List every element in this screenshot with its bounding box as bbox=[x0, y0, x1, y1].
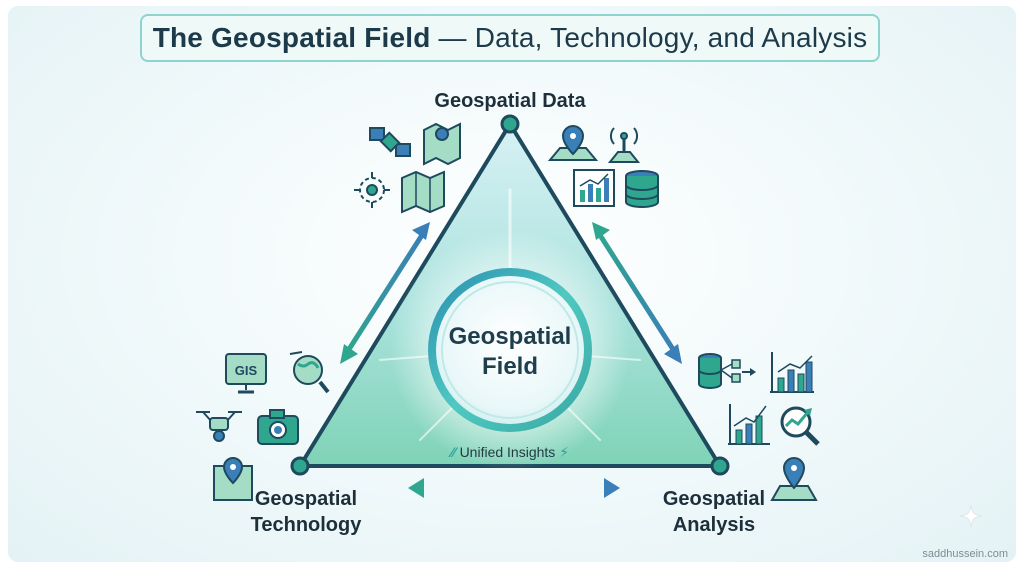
arrow-data-technology bbox=[340, 222, 430, 364]
map-pin-icon bbox=[547, 124, 599, 161]
title-rest: — Data, Technology, and Analysis bbox=[438, 22, 868, 53]
map-pin-icon bbox=[770, 456, 818, 501]
folded-map-icon bbox=[401, 170, 445, 214]
camera-icon bbox=[257, 409, 299, 445]
label-geospatial-data: Geospatial Data bbox=[434, 90, 586, 112]
sparkle-icon bbox=[960, 505, 982, 527]
arrow-technology-analysis bbox=[408, 478, 620, 498]
sparkle-left-icon: ⁄⁄ bbox=[450, 444, 456, 460]
label-geospatial-analysis: Geospatial Analysis bbox=[644, 486, 784, 538]
unified-insights-label: Unified Insights bbox=[459, 444, 556, 460]
label-analysis-line2: Analysis bbox=[672, 514, 756, 536]
center-ring-inner bbox=[441, 281, 579, 419]
label-technology-line1: Geospatial bbox=[254, 488, 358, 510]
watermark: saddhussein.com bbox=[922, 548, 1008, 560]
gis-monitor-icon: GIS bbox=[225, 353, 267, 394]
target-crosshair-icon bbox=[354, 172, 390, 208]
label-analysis-line1: Geospatial bbox=[662, 488, 766, 510]
bar-chart-trend-icon bbox=[770, 352, 814, 393]
radio-tower-icon bbox=[607, 127, 641, 163]
title-banner: The Geospatial Field — Data, Technology,… bbox=[140, 14, 880, 62]
label-technology-line2: Technology bbox=[250, 514, 362, 536]
center-ring bbox=[428, 268, 592, 432]
vertex-node-technology bbox=[290, 456, 310, 476]
bar-chart-icon bbox=[728, 404, 770, 445]
satellite-icon bbox=[369, 127, 411, 157]
map-pin-icon bbox=[213, 456, 253, 501]
lightning-icon: ⚡ bbox=[559, 444, 570, 460]
center-title-line1: Geospatial bbox=[448, 323, 572, 350]
database-flow-icon bbox=[698, 353, 756, 389]
label-geospatial-technology: Geospatial Technology bbox=[236, 486, 376, 538]
gis-label: GIS bbox=[235, 363, 258, 378]
magnifier-trend-icon bbox=[780, 406, 820, 446]
vertex-node-data bbox=[500, 114, 520, 134]
globe-icon bbox=[289, 351, 330, 394]
center-title-line2: Field bbox=[481, 353, 538, 380]
folded-map-pin-icon bbox=[423, 122, 461, 166]
title-strong: The Geospatial Field bbox=[152, 22, 431, 53]
bar-chart-icon bbox=[573, 169, 615, 207]
vertex-node-analysis bbox=[710, 456, 730, 476]
unified-insights: ⁄⁄Unified Insights⚡ bbox=[420, 444, 600, 461]
arrow-data-analysis bbox=[592, 222, 682, 364]
center-title: Geospatial Field bbox=[430, 322, 590, 382]
database-icon bbox=[625, 170, 659, 208]
drone-icon bbox=[196, 411, 242, 442]
